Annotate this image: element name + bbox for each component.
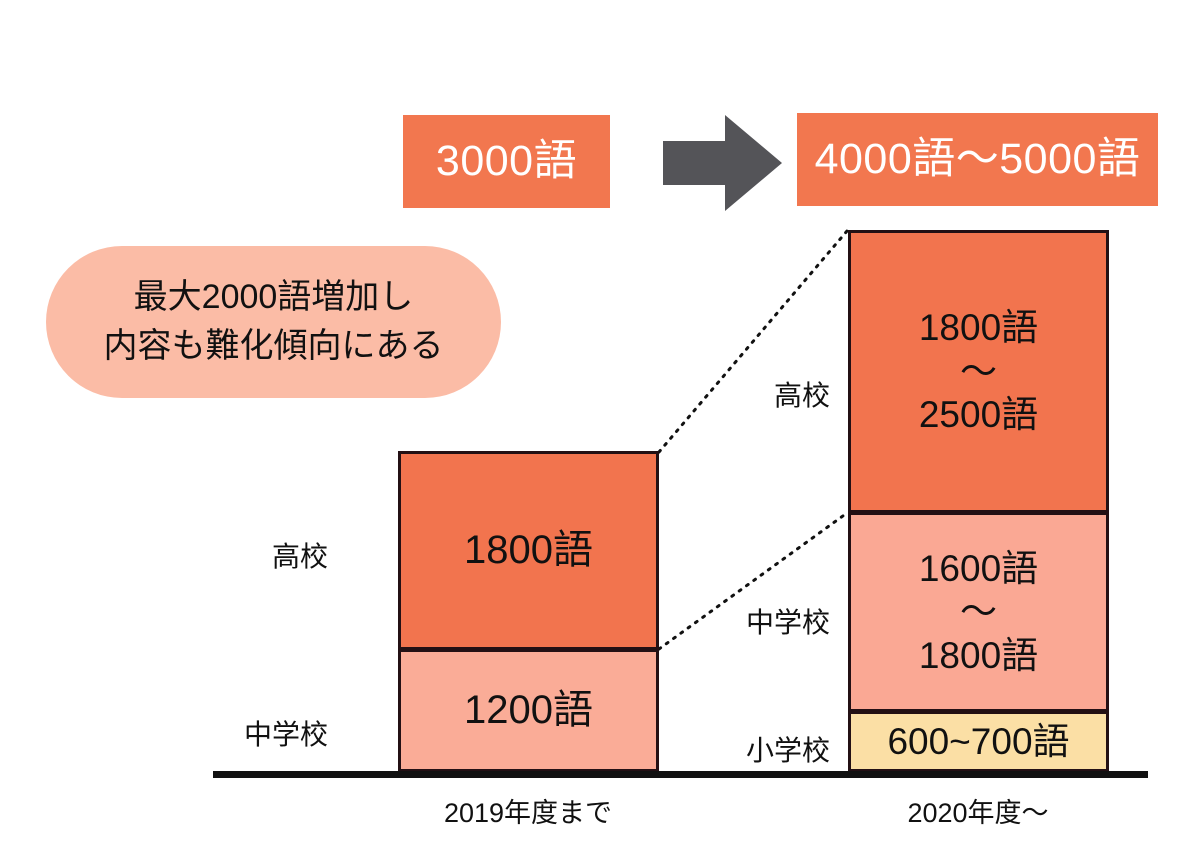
stage-label-2019-junior-high: 中学校 [243, 719, 328, 750]
bar-segment-2020-elementary: 600~700語 [848, 711, 1109, 772]
stage-label-2019-high-school: 高校 [271, 541, 328, 572]
segment-value-line-2: 〜 [960, 350, 997, 392]
callout-bubble: 最大2000語増加し 内容も難化傾向にある [46, 246, 501, 398]
stage-label-2020-high-school: 高校 [773, 380, 830, 411]
axis-caption-2019: 2019年度まで [443, 798, 613, 828]
segment-value-line-1: 1800語 [464, 528, 593, 573]
segment-value-line-1: 600~700語 [887, 720, 1070, 762]
bar-segment-2020-junior-high: 1600語 〜 1800語 [848, 512, 1109, 712]
axis-caption-2020: 2020年度〜 [907, 798, 1049, 828]
bar-segment-2020-high-school: 1800語 〜 2500語 [848, 230, 1109, 513]
bar-segment-2019-junior-high: 1200語 [398, 649, 659, 772]
stage-label-2020-elementary: 小学校 [745, 735, 830, 766]
bar-segment-2019-high-school: 1800語 [398, 451, 659, 650]
callout-line-2: 内容も難化傾向にある [103, 327, 444, 365]
segment-value-line-1: 1200語 [464, 688, 593, 733]
callout-line-1: 最大2000語増加し [133, 277, 414, 316]
baseline-axis [213, 771, 1148, 778]
right-arrow-icon [663, 113, 783, 213]
segment-value-line-3: 1800語 [918, 634, 1039, 676]
segment-value-line-3: 2500語 [918, 394, 1039, 436]
stage-label-2020-junior-high: 中学校 [745, 607, 830, 638]
segment-value-line-1: 1800語 [918, 307, 1039, 349]
total-badge-before: 3000語 [403, 115, 610, 208]
total-badge-after: 4000語〜5000語 [797, 113, 1158, 206]
segment-value-line-1: 1600語 [918, 547, 1039, 589]
segment-value-line-2: 〜 [960, 591, 997, 633]
